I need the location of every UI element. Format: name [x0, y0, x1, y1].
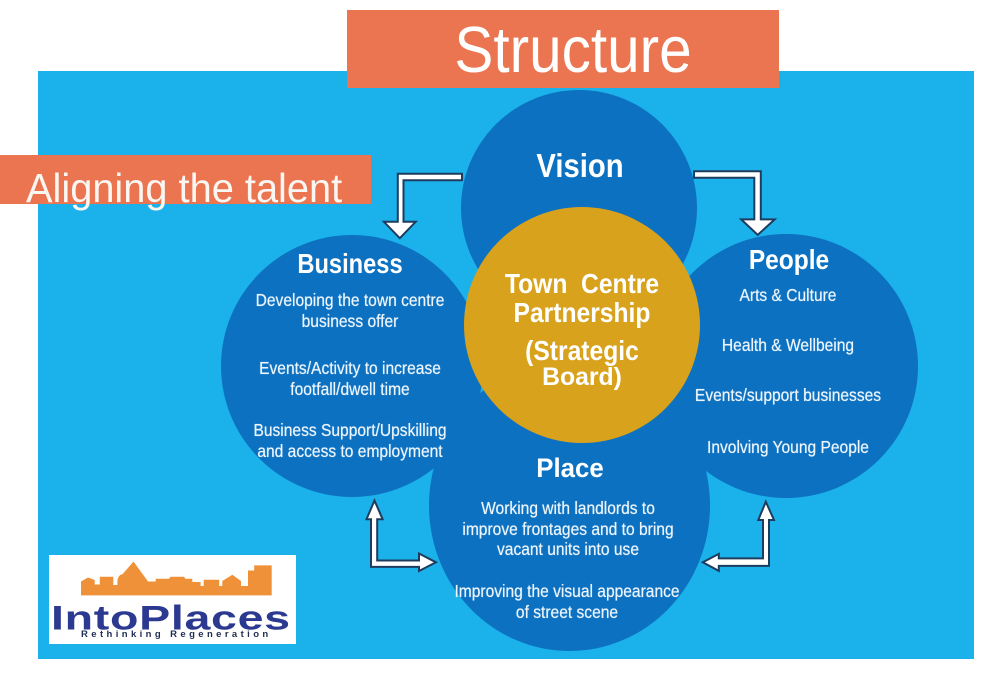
svg-text:Rethinking Regeneration: Rethinking Regeneration	[81, 629, 272, 640]
svg-text:IntoPlaces: IntoPlaces	[51, 599, 291, 637]
